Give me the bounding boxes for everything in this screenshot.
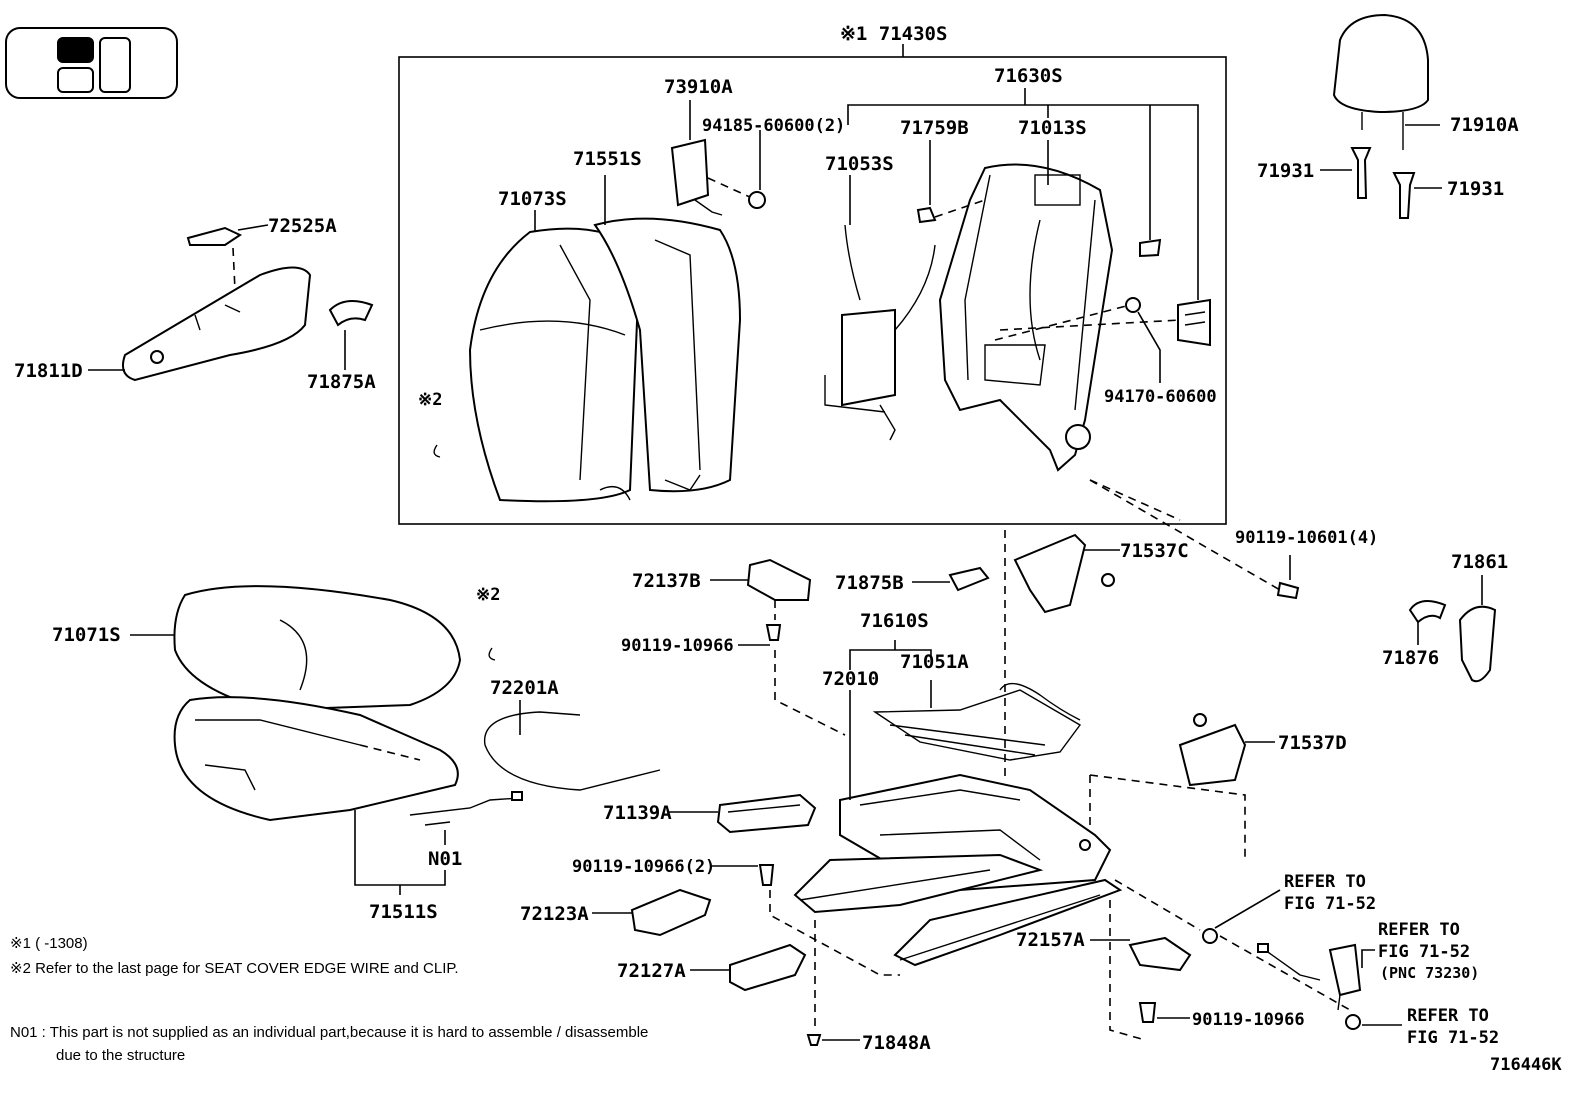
label-72010: 72010 [822, 668, 879, 690]
harness-n01 [409, 791, 523, 826]
headrest-71910a [1332, 13, 1440, 150]
grommet-refer [1202, 928, 1218, 944]
bolt-90119-10966-2 [758, 864, 775, 886]
label-71876: 71876 [1382, 647, 1439, 669]
label-90119-10601: 90119-10601(4) [1235, 528, 1378, 548]
seatbelt-buckle [1257, 943, 1362, 1011]
part-labels: ※1 71430S 73910A 94185-60600(2) 71551S 7… [14, 23, 1519, 1054]
cover-71875b [948, 566, 990, 592]
label-ref2-back: ※2 [418, 390, 442, 410]
label-71013s: 71013S [1018, 117, 1087, 139]
label-71073s: 71073S [498, 188, 567, 210]
bracket-72137b [746, 558, 812, 601]
plug-71848a [806, 1034, 822, 1046]
label-72137b: 72137B [632, 570, 701, 592]
refer-label-3-line2: FIG 71-52 [1407, 1028, 1499, 1048]
bracket-71537d [1178, 713, 1247, 787]
knob-72525a [186, 226, 243, 246]
label-71511s: 71511S [369, 901, 438, 923]
bolt-90119-10966-top [765, 624, 782, 641]
seat-position-indicator-icon [5, 27, 178, 99]
note-n01-line2: due to the structure [56, 1047, 185, 1064]
note-2: ※2 Refer to the last page for SEAT COVER… [10, 960, 459, 977]
label-72127a: 72127A [617, 960, 686, 982]
label-72123a: 72123A [520, 903, 589, 925]
label-72201a: 72201A [490, 677, 559, 699]
seatback-cover-71073s [468, 227, 642, 503]
label-71551s: 71551S [573, 148, 642, 170]
label-71139a: 71139A [603, 802, 672, 824]
refer-label-2-line1: REFER TO [1378, 920, 1460, 940]
label-94170-60600: 94170-60600 [1104, 387, 1217, 407]
label-71875b: 71875B [835, 572, 904, 594]
cover-72127a [729, 943, 807, 992]
label-71848a: 71848A [862, 1032, 931, 1054]
seatback-frame-71013s [938, 163, 1114, 472]
headrest-guide-right-71931 [1392, 172, 1416, 219]
refer-label-1-line1: REFER TO [1284, 872, 1366, 892]
side-airbag-73910a [670, 138, 766, 216]
label-90119-10966-top: 90119-10966 [621, 636, 734, 656]
edge-wire-72201a [483, 711, 661, 791]
label-71430s: ※1 71430S [840, 23, 947, 45]
label-71811d: 71811D [14, 360, 83, 382]
label-71071s: 71071S [52, 624, 121, 646]
label-72157a: 72157A [1016, 929, 1085, 951]
label-71537c: 71537C [1120, 540, 1189, 562]
label-71051a: 71051A [900, 651, 969, 673]
label-71759b: 71759B [900, 117, 969, 139]
refer-label-3-line1: REFER TO [1407, 1006, 1489, 1026]
bracket-71139a [716, 793, 817, 834]
clip-71876 [1408, 600, 1447, 624]
refer-label-2-line2: FIG 71-52 [1378, 942, 1470, 962]
label-71053s: 71053S [825, 153, 894, 175]
label-71875a: 71875A [307, 371, 376, 393]
lumbar-support-71053s [824, 224, 936, 441]
cushion-cover-71071s [173, 585, 462, 712]
nut-buckle [1345, 1014, 1361, 1030]
cushion-spring-71051a [872, 682, 1082, 761]
label-71537d: 71537D [1278, 732, 1347, 754]
note-1: ※1 ( -1308) [10, 935, 88, 952]
label-72525a: 72525A [268, 215, 337, 237]
cover-72157a [1128, 936, 1192, 972]
seat-track-left [793, 853, 1044, 914]
refer-label-1-line2: FIG 71-52 [1284, 894, 1376, 914]
label-90119-10966-bottom: 90119-10966 [1192, 1010, 1305, 1030]
label-71610s: 71610S [860, 610, 929, 632]
seat-track-right [893, 878, 1123, 967]
side-shield-71811d [122, 266, 312, 382]
label-n01: N01 [428, 848, 462, 870]
label-94185-60600: 94185-60600(2) [702, 116, 845, 136]
footnotes: ※1 ( -1308) ※2 Refer to the last page fo… [10, 935, 648, 1064]
recliner-cover-bracket [1177, 298, 1211, 347]
cover-71861 [1458, 605, 1497, 683]
clip-71759b [916, 206, 937, 224]
nut-94170-60600 [1125, 297, 1141, 313]
seatback-pad-71551s [593, 217, 742, 493]
label-71931-left: 71931 [1257, 160, 1314, 182]
bracket-71537c [1013, 533, 1115, 614]
label-71910a: 71910A [1450, 114, 1519, 136]
label-71861: 71861 [1451, 551, 1508, 573]
label-90119-10966-2: 90119-10966(2) [572, 857, 715, 877]
refer-label-2-line3: (PNC 73230) [1380, 964, 1479, 982]
label-71630s: 71630S [994, 65, 1063, 87]
label-ref2-cushion: ※2 [476, 585, 500, 605]
label-71931-right: 71931 [1447, 178, 1504, 200]
label-73910a: 73910A [664, 76, 733, 98]
figure-id: 716446K [1490, 1055, 1562, 1075]
cushion-pad-71071s [173, 696, 459, 822]
bolt-90119-10966-bottom [1138, 1002, 1157, 1023]
note-n01-line1: N01 : This part is not supplied as an in… [10, 1024, 648, 1041]
bolt-90119-10601 [1276, 581, 1300, 600]
cover-71875a [328, 300, 374, 327]
cover-72123a [630, 888, 712, 937]
headrest-guide-left-71931 [1350, 147, 1372, 199]
seat-back-assembly-box [398, 44, 1227, 525]
clip-upper-right [1139, 238, 1162, 258]
